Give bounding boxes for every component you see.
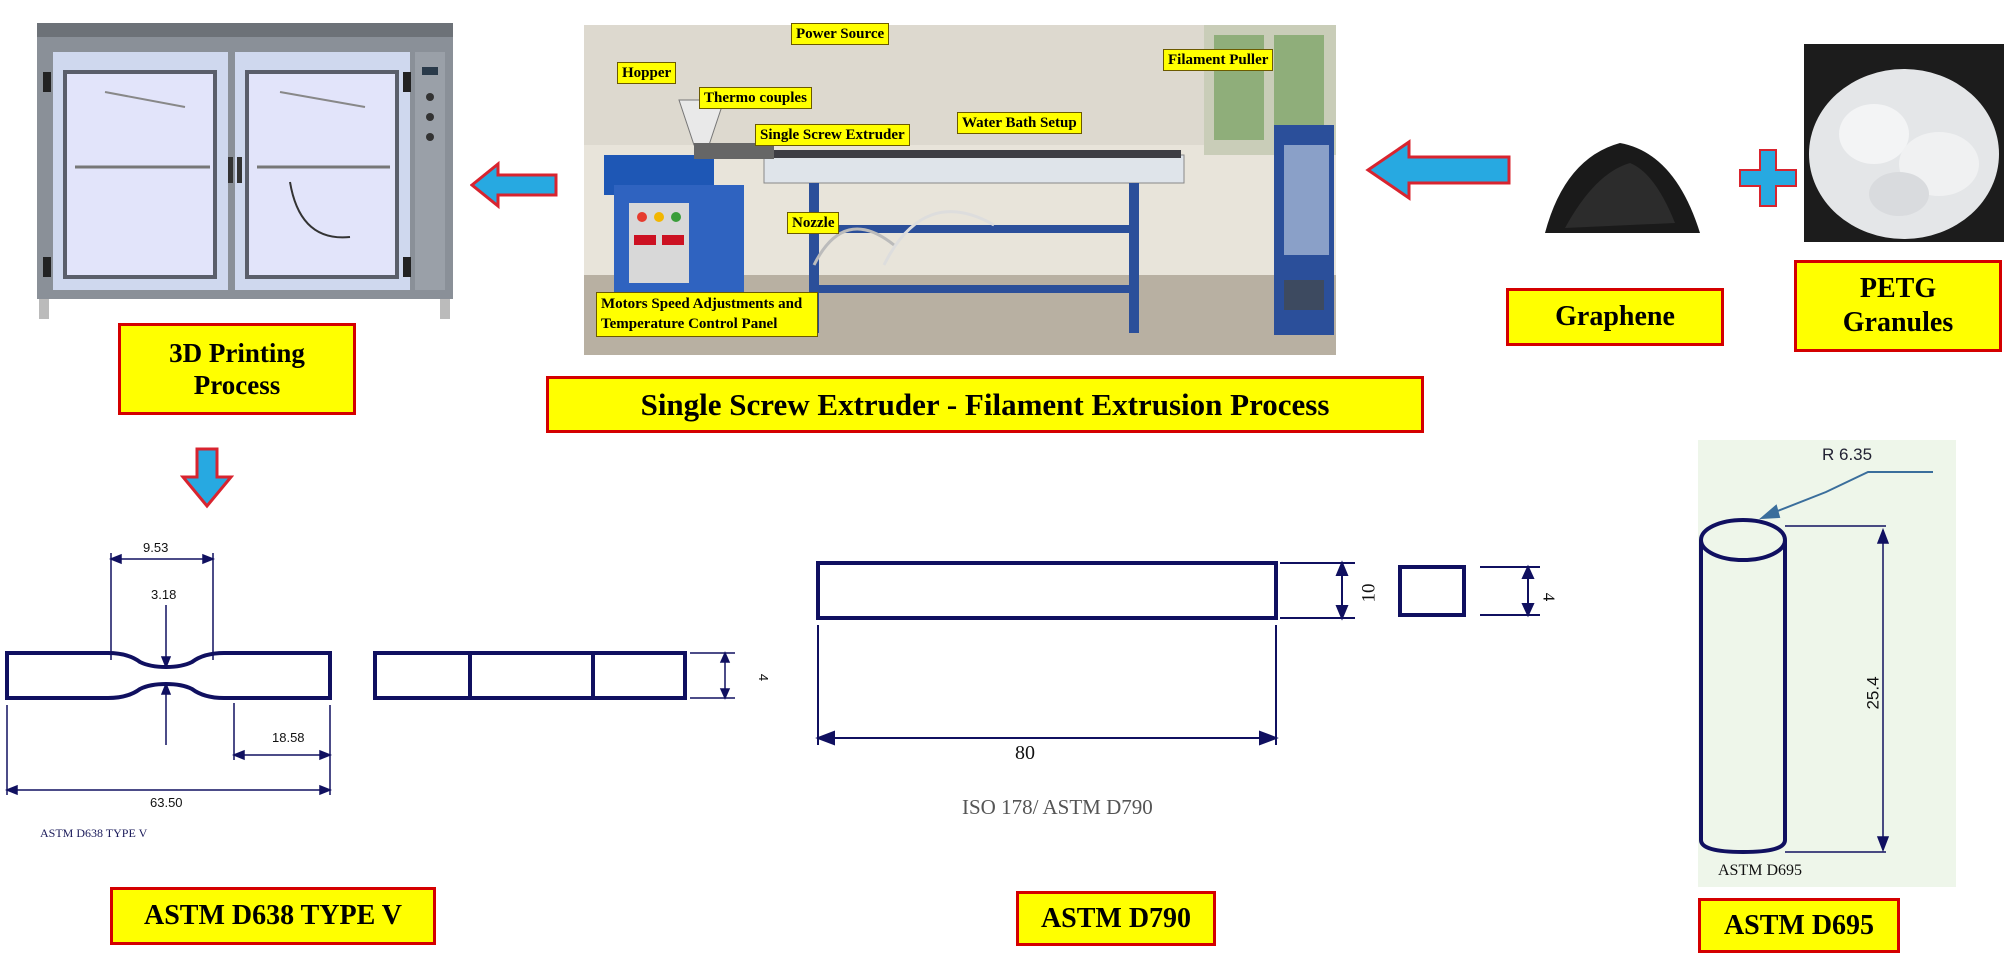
caption-petg: PETG Granules [1794, 260, 2002, 352]
arrow-down-to-specimens [180, 447, 234, 509]
d638-dim-narrow: 3.18 [151, 587, 177, 602]
label-water-bath: Water Bath Setup [957, 112, 1082, 134]
d790-specimen-drawing [815, 560, 1540, 746]
d790-dim-thickness: 4 [1539, 592, 1559, 602]
caption-astm-d638: ASTM D638 TYPE V [110, 887, 436, 945]
3d-printer-photo [35, 17, 455, 322]
d638-dim-width-top: 9.53 [143, 540, 169, 555]
d695-caption: ASTM D695 [1718, 862, 1803, 879]
caption-extruder: Single Screw Extruder - Filament Extrusi… [546, 376, 1424, 433]
d790-cross-section [1398, 565, 1466, 617]
d638-dim-grip: 18.58 [272, 730, 305, 745]
label-thermo-couples: Thermo couples [699, 87, 812, 109]
d695-cylinder-body [1699, 540, 1787, 855]
caption-graphene: Graphene [1506, 288, 1724, 346]
label-single-screw: Single Screw Extruder [755, 124, 910, 146]
label-control-panel: Motors Speed Adjustments and Temperature… [596, 292, 818, 337]
d790-dim-length: 80 [1015, 742, 1035, 764]
d695-specimen-drawing [1699, 471, 1933, 855]
d638-dim-length: 63.50 [150, 795, 183, 810]
plus-icon [1739, 149, 1797, 207]
d695-drawing-panel [1698, 440, 1956, 887]
label-hopper: Hopper [617, 62, 677, 84]
d638-caption: ASTM D638 TYPE V [40, 826, 148, 840]
label-nozzle: Nozzle [787, 212, 840, 234]
d638-side-view [373, 651, 687, 700]
d695-dim-length: 25.4 [1863, 676, 1883, 710]
d790-dim-height: 10 [1358, 583, 1380, 603]
d638-dogbone-outline [5, 651, 332, 700]
d790-caption: ISO 178/ ASTM D790 [962, 795, 1153, 819]
d695-dim-radius: R 6.35 [1822, 445, 1873, 464]
d638-specimen-drawing [4, 553, 735, 796]
caption-astm-d790: ASTM D790 [1016, 891, 1216, 946]
arrow-left-to-printer [470, 160, 558, 210]
petg-photo [1804, 44, 2004, 242]
graphene-photo [1535, 128, 1710, 248]
caption-3d-printing: 3D Printing Process [118, 323, 356, 415]
d638-dim-thickness: 4 [756, 673, 772, 682]
label-power-source: Power Source [791, 23, 890, 45]
arrow-left-to-extruder [1365, 139, 1511, 201]
caption-astm-d695: ASTM D695 [1698, 898, 1900, 953]
d790-bar-outline [816, 561, 1278, 620]
d695-cylinder-top [1699, 518, 1787, 562]
label-filament-puller: Filament Puller [1163, 49, 1274, 71]
